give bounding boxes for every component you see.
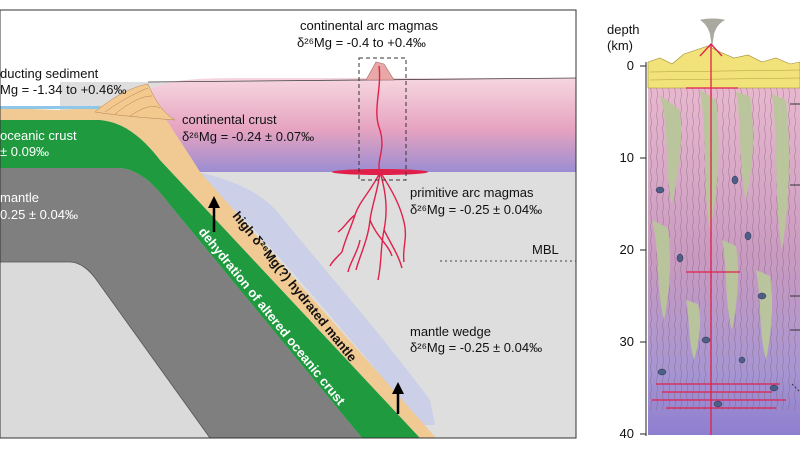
ocean-top — [0, 82, 60, 110]
sediment-wedge — [94, 83, 176, 121]
subducting-sediment-name: ducting sediment — [0, 66, 99, 81]
left-panel-border — [0, 9, 577, 439]
left-panel: ducting sediment Mg = -1.34 to +0.46‰ oc… — [0, 9, 577, 439]
sediment-striation — [104, 87, 161, 117]
primitive-arc-magmas-name: primitive arc magmas — [410, 185, 534, 200]
oceanic-crust-value: ± 0.09‰ — [0, 144, 49, 159]
slab-mantle-lower-outline — [0, 261, 211, 439]
sky-region — [0, 10, 576, 82]
mantle-name: mantle — [0, 190, 39, 205]
mantle-wedge-name: mantle wedge — [410, 324, 491, 339]
column-magma — [652, 44, 786, 435]
depth-axis-unit: (km) — [607, 38, 633, 53]
xenoliths — [655, 175, 779, 408]
mbl-label: MBL — [532, 242, 559, 257]
upward-arrow-right — [392, 382, 404, 414]
summit-peak — [699, 43, 723, 57]
surface-lines — [649, 69, 800, 81]
sea-strip — [0, 106, 100, 109]
arc-magma-box — [358, 57, 407, 181]
primitive-arc-magmas-value: δ²⁶Mg = -0.25 ± 0.04‰ — [410, 202, 542, 217]
continental-arc-magmas-value: δ²⁶Mg = -0.4 to +0.4‰ — [297, 35, 426, 50]
depth-tick-label: 30 — [620, 334, 634, 349]
eruption-plume — [700, 18, 725, 48]
leader-marks — [790, 103, 800, 393]
right-panel: depth (km) 0 10 20 30 40 — [607, 18, 800, 441]
oceanic-crust-name: oceanic crust — [0, 128, 77, 143]
slab-mantle-lower — [0, 262, 210, 438]
continental-crust-top-line — [147, 77, 577, 83]
continental-crust-name: continental crust — [182, 112, 277, 127]
continental-crust-region — [148, 78, 576, 172]
oceanic-crust — [0, 120, 420, 438]
depth-axis-title: depth — [607, 22, 640, 37]
upward-arrow-left — [208, 196, 220, 232]
mantle-wedge-value: δ²⁶Mg = -0.25 ± 0.04‰ — [410, 340, 542, 355]
depth-tick-label: 40 — [620, 426, 634, 441]
continental-crust-value: δ²⁶Mg = -0.24 ± 0.07‰ — [182, 129, 314, 144]
subducting-sediment — [0, 90, 436, 438]
depth-tick-label: 20 — [620, 242, 634, 257]
depth-axis-ticks — [640, 65, 646, 435]
hydrated-mantle-zone — [198, 172, 435, 425]
mantle-value: 0.25 ± 0.04‰ — [0, 207, 78, 222]
green-pockets — [652, 90, 789, 360]
continental-arc-magmas-name: continental arc magmas — [300, 18, 439, 33]
depth-tick-label: 0 — [627, 58, 634, 73]
depth-tick-label: 10 — [620, 150, 634, 165]
subducting-sediment-value: Mg = -1.34 to +0.46‰ — [0, 82, 126, 97]
magma-sill — [332, 169, 428, 175]
magma-network — [329, 65, 407, 281]
surface-volcanics — [647, 45, 800, 89]
